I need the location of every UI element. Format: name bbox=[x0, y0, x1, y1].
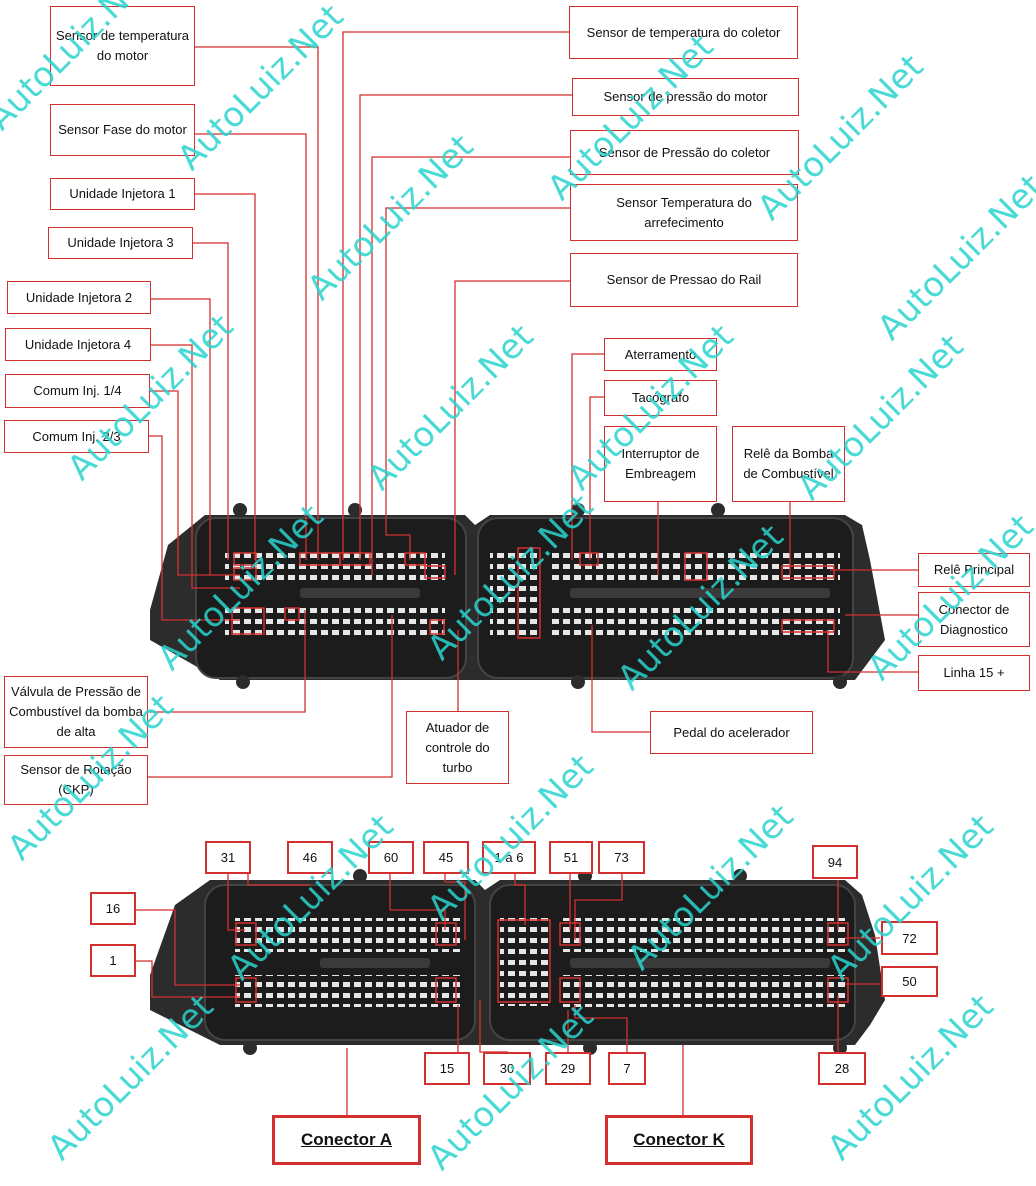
pin-30: 30 bbox=[483, 1052, 531, 1085]
label-rele-bomba: Relê da Bomba de Combustível bbox=[732, 426, 845, 502]
label-pedal-acelerador: Pedal do acelerador bbox=[650, 711, 813, 754]
label-aterramento: Aterramento bbox=[604, 338, 717, 371]
label-sensor-temp-motor: Sensor de temperatura do motor bbox=[50, 6, 195, 86]
label-sensor-rotacao: Sensor de Rotação (CKP) bbox=[4, 755, 148, 805]
label-unidade-injetora-2: Unidade Injetora 2 bbox=[7, 281, 151, 314]
pin-51: 51 bbox=[549, 841, 593, 874]
pin-1-a-6: 1 a 6 bbox=[482, 841, 536, 874]
label-rele-principal: Relê Principal bbox=[918, 553, 1030, 587]
pin-31: 31 bbox=[205, 841, 251, 874]
label-valvula-pressao: Válvula de Pressão de Combustível da bom… bbox=[4, 676, 148, 748]
label-conector-diagnostico: Conector de Diagnostico bbox=[918, 592, 1030, 647]
pin-16: 16 bbox=[90, 892, 136, 925]
label-sensor-pressao-rail: Sensor de Pressao do Rail bbox=[570, 253, 798, 307]
label-sensor-fase-motor: Sensor Fase do motor bbox=[50, 104, 195, 156]
pin-29: 29 bbox=[545, 1052, 591, 1085]
connector-k-label: Conector K bbox=[605, 1115, 753, 1165]
leader-lines bbox=[136, 31, 918, 1115]
label-comum-inj-23: Comum Inj. 2/3 bbox=[4, 420, 149, 453]
pin-highlights bbox=[231, 547, 849, 1003]
ecu-bottom bbox=[150, 869, 885, 1055]
pin-73: 73 bbox=[598, 841, 645, 874]
pin-46: 46 bbox=[287, 841, 333, 874]
pin-72: 72 bbox=[881, 921, 938, 955]
label-sensor-pressao-coletor: Sensor de Pressão do coletor bbox=[570, 130, 799, 175]
pin-50: 50 bbox=[881, 966, 938, 997]
pin-45: 45 bbox=[423, 841, 469, 874]
label-atuador-turbo: Atuador de controle do turbo bbox=[406, 711, 509, 784]
label-unidade-injetora-1: Unidade Injetora 1 bbox=[50, 178, 195, 210]
connector-a-label: Conector A bbox=[272, 1115, 421, 1165]
pin-94: 94 bbox=[812, 845, 858, 879]
pin-7: 7 bbox=[608, 1052, 646, 1085]
label-interruptor-embreagem: Interruptor de Embreagem bbox=[604, 426, 717, 502]
pin-15: 15 bbox=[424, 1052, 470, 1085]
label-comum-inj-14: Comum Inj. 1/4 bbox=[5, 374, 150, 408]
label-sensor-temp-arrefecimento: Sensor Temperatura do arrefecimento bbox=[570, 184, 798, 241]
pin-1: 1 bbox=[90, 944, 136, 977]
label-linha-15: Linha 15 + bbox=[918, 655, 1030, 691]
pin-60: 60 bbox=[368, 841, 414, 874]
label-tacografo: Tacógrafo bbox=[604, 380, 717, 416]
label-sensor-pressao-motor: Sensor de pressão do motor bbox=[572, 78, 799, 116]
label-unidade-injetora-3: Unidade Injetora 3 bbox=[48, 227, 193, 259]
label-unidade-injetora-4: Unidade Injetora 4 bbox=[5, 328, 151, 361]
label-sensor-temp-coletor: Sensor de temperatura do coletor bbox=[569, 6, 798, 59]
pin-28: 28 bbox=[818, 1052, 866, 1085]
